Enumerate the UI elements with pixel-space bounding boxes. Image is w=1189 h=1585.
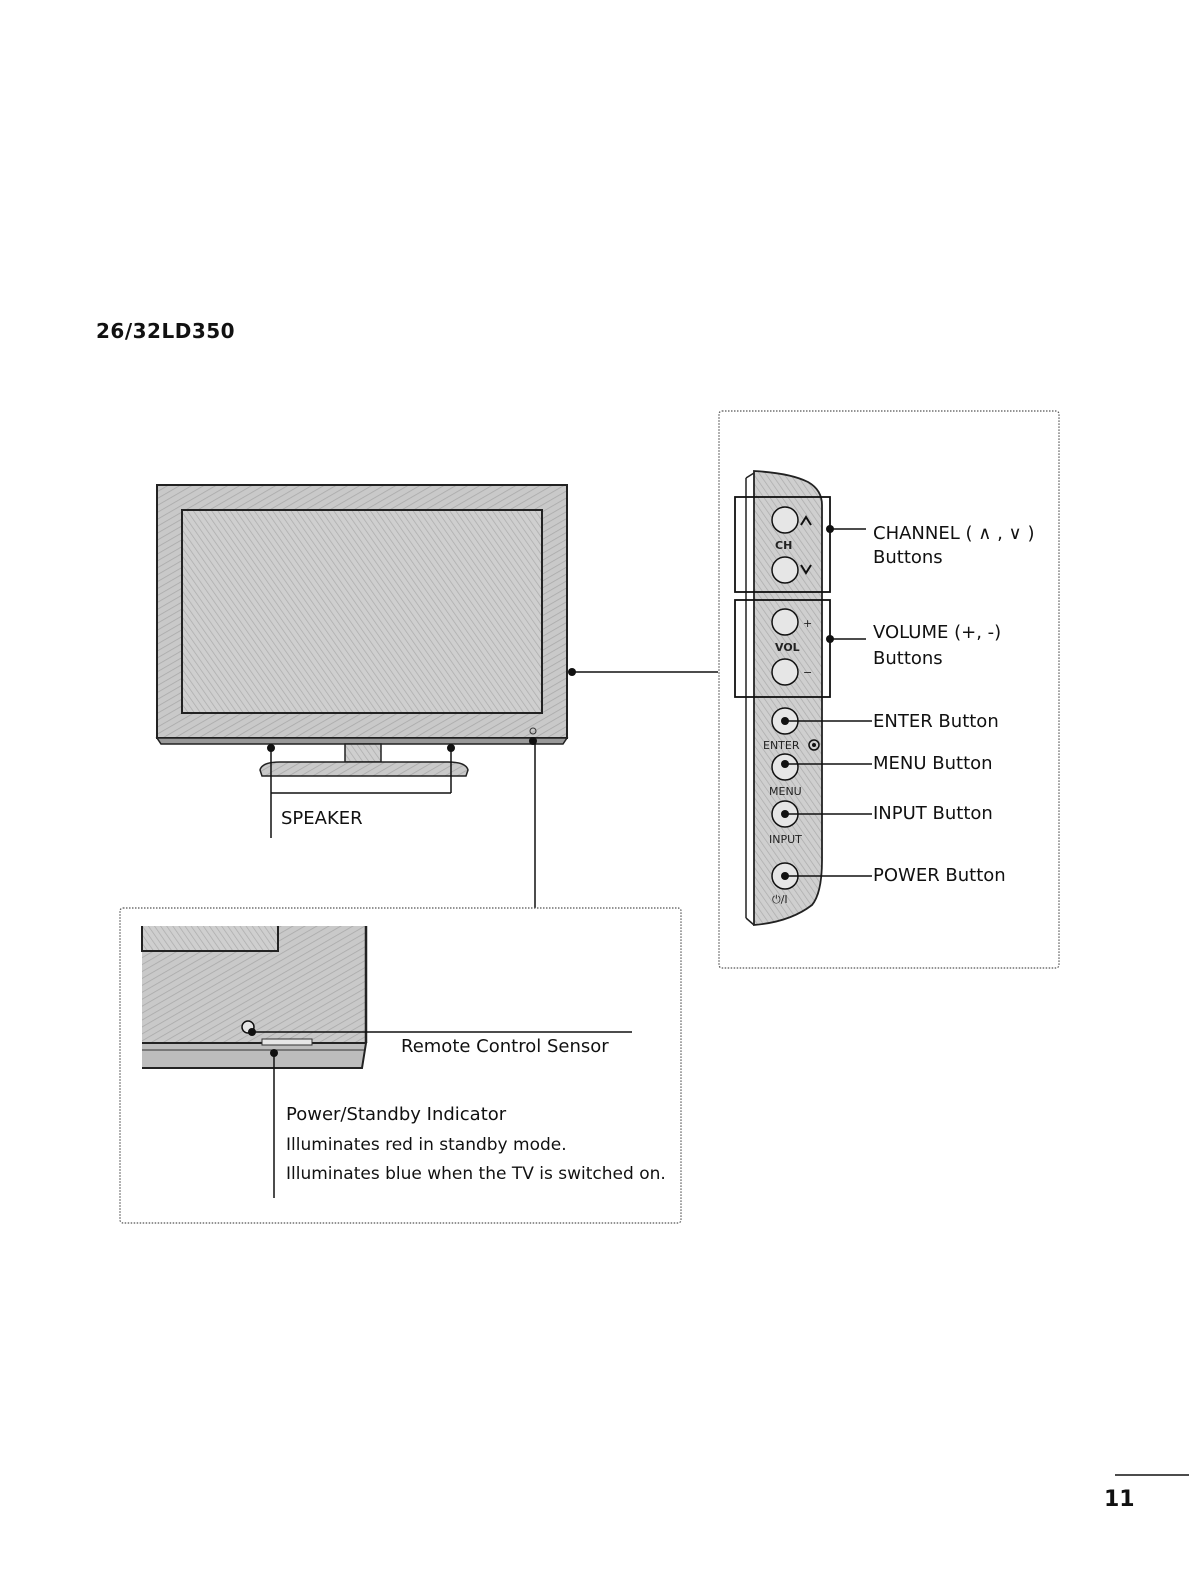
tv-bottom-edge	[157, 738, 567, 744]
vol-up-button-shape	[772, 609, 798, 635]
model-title: 26/32LD350	[96, 321, 235, 341]
channel-label: CHANNEL ( ∧ , ∨ )	[873, 525, 1034, 543]
volume-sub-label: Buttons	[873, 650, 943, 668]
speaker-dot-right	[447, 744, 455, 752]
power-label: POWER Button	[873, 867, 1006, 885]
side-panel-illustration: CH + VOL − ENTER MENU INPUT ⏻/I	[735, 471, 830, 925]
channel-sub-label: Buttons	[873, 549, 943, 567]
indicator-line2: Illuminates blue when the TV is switched…	[286, 1166, 666, 1183]
indicator-line1: Illuminates red in standby mode.	[286, 1137, 567, 1154]
ch-down-button-shape	[772, 557, 798, 583]
side-dot	[568, 668, 576, 676]
indicator-shape	[262, 1039, 312, 1045]
menu-label: MENU Button	[873, 755, 993, 773]
enter-label: ENTER Button	[873, 713, 999, 731]
panel-plus-text: +	[803, 617, 812, 630]
speaker-dot-left	[267, 744, 275, 752]
sensor-label: Remote Control Sensor	[401, 1038, 609, 1056]
speaker-label: SPEAKER	[281, 810, 363, 828]
input-label: INPUT Button	[873, 805, 993, 823]
panel-vol-text: VOL	[775, 641, 800, 654]
panel-minus-text: −	[803, 666, 812, 679]
vol-down-button-shape	[772, 659, 798, 685]
volume-label: VOLUME (+, -)	[873, 624, 1001, 642]
tv-stand-base	[260, 762, 468, 776]
tv-front	[157, 485, 567, 776]
indicator-dot	[529, 737, 537, 745]
panel-ch-text: CH	[775, 539, 792, 552]
panel-input-text: INPUT	[769, 833, 802, 846]
detail-illustration	[142, 926, 366, 1068]
ch-up-button-shape	[772, 507, 798, 533]
panel-power-text: ⏻/I	[772, 893, 788, 906]
panel-menu-text: MENU	[769, 785, 802, 798]
tv-stand-neck	[345, 744, 381, 762]
indicator-title: Power/Standby Indicator	[286, 1106, 506, 1124]
panel-enter-text: ENTER	[763, 739, 800, 752]
tv-screen	[182, 510, 542, 713]
page-number: 11	[1104, 1489, 1135, 1511]
